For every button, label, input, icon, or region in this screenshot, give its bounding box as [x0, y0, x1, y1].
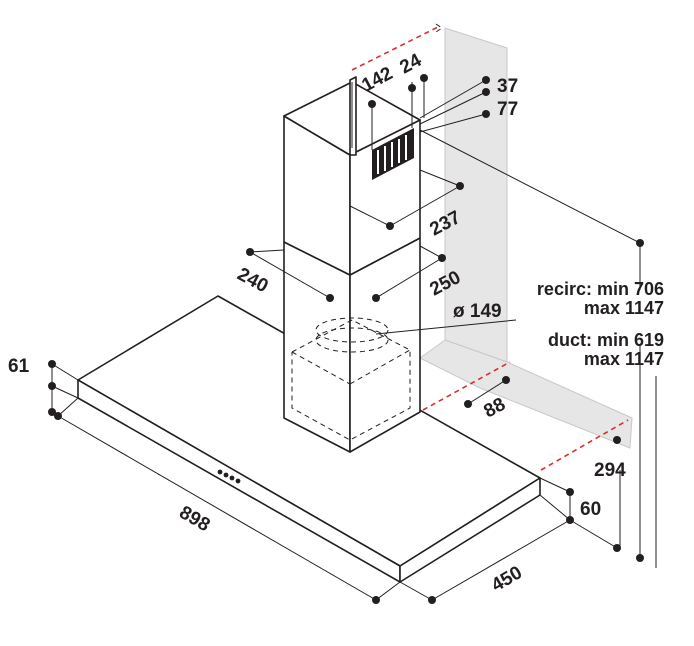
label-duct-max: max 1147: [584, 349, 664, 369]
label-37: 37: [497, 76, 518, 97]
control-buttons: [217, 469, 241, 484]
label-240: 240: [234, 264, 272, 297]
upper-chimney: [283, 76, 421, 276]
extension-lines: [351, 23, 629, 471]
hidden-motor-outline: [291, 317, 411, 441]
label-24: 24: [396, 50, 425, 79]
label-898: 898: [176, 502, 214, 536]
label-450: 450: [488, 562, 526, 596]
label-61: 61: [8, 356, 30, 377]
lower-chimney: [283, 209, 421, 453]
vent-grille: [372, 128, 414, 180]
label-77: 77: [497, 99, 518, 120]
label-recirc-min: recirc: min 706: [537, 279, 664, 299]
label-294: 294: [594, 460, 626, 481]
label-duct-min: duct: min 619: [548, 330, 664, 350]
wall-panel: [419, 27, 633, 449]
label-recirc-max: max 1147: [584, 298, 664, 318]
dimension-lines: [48, 74, 657, 604]
label-60: 60: [580, 499, 601, 520]
label-outlet-diameter: ø 149: [453, 301, 502, 322]
